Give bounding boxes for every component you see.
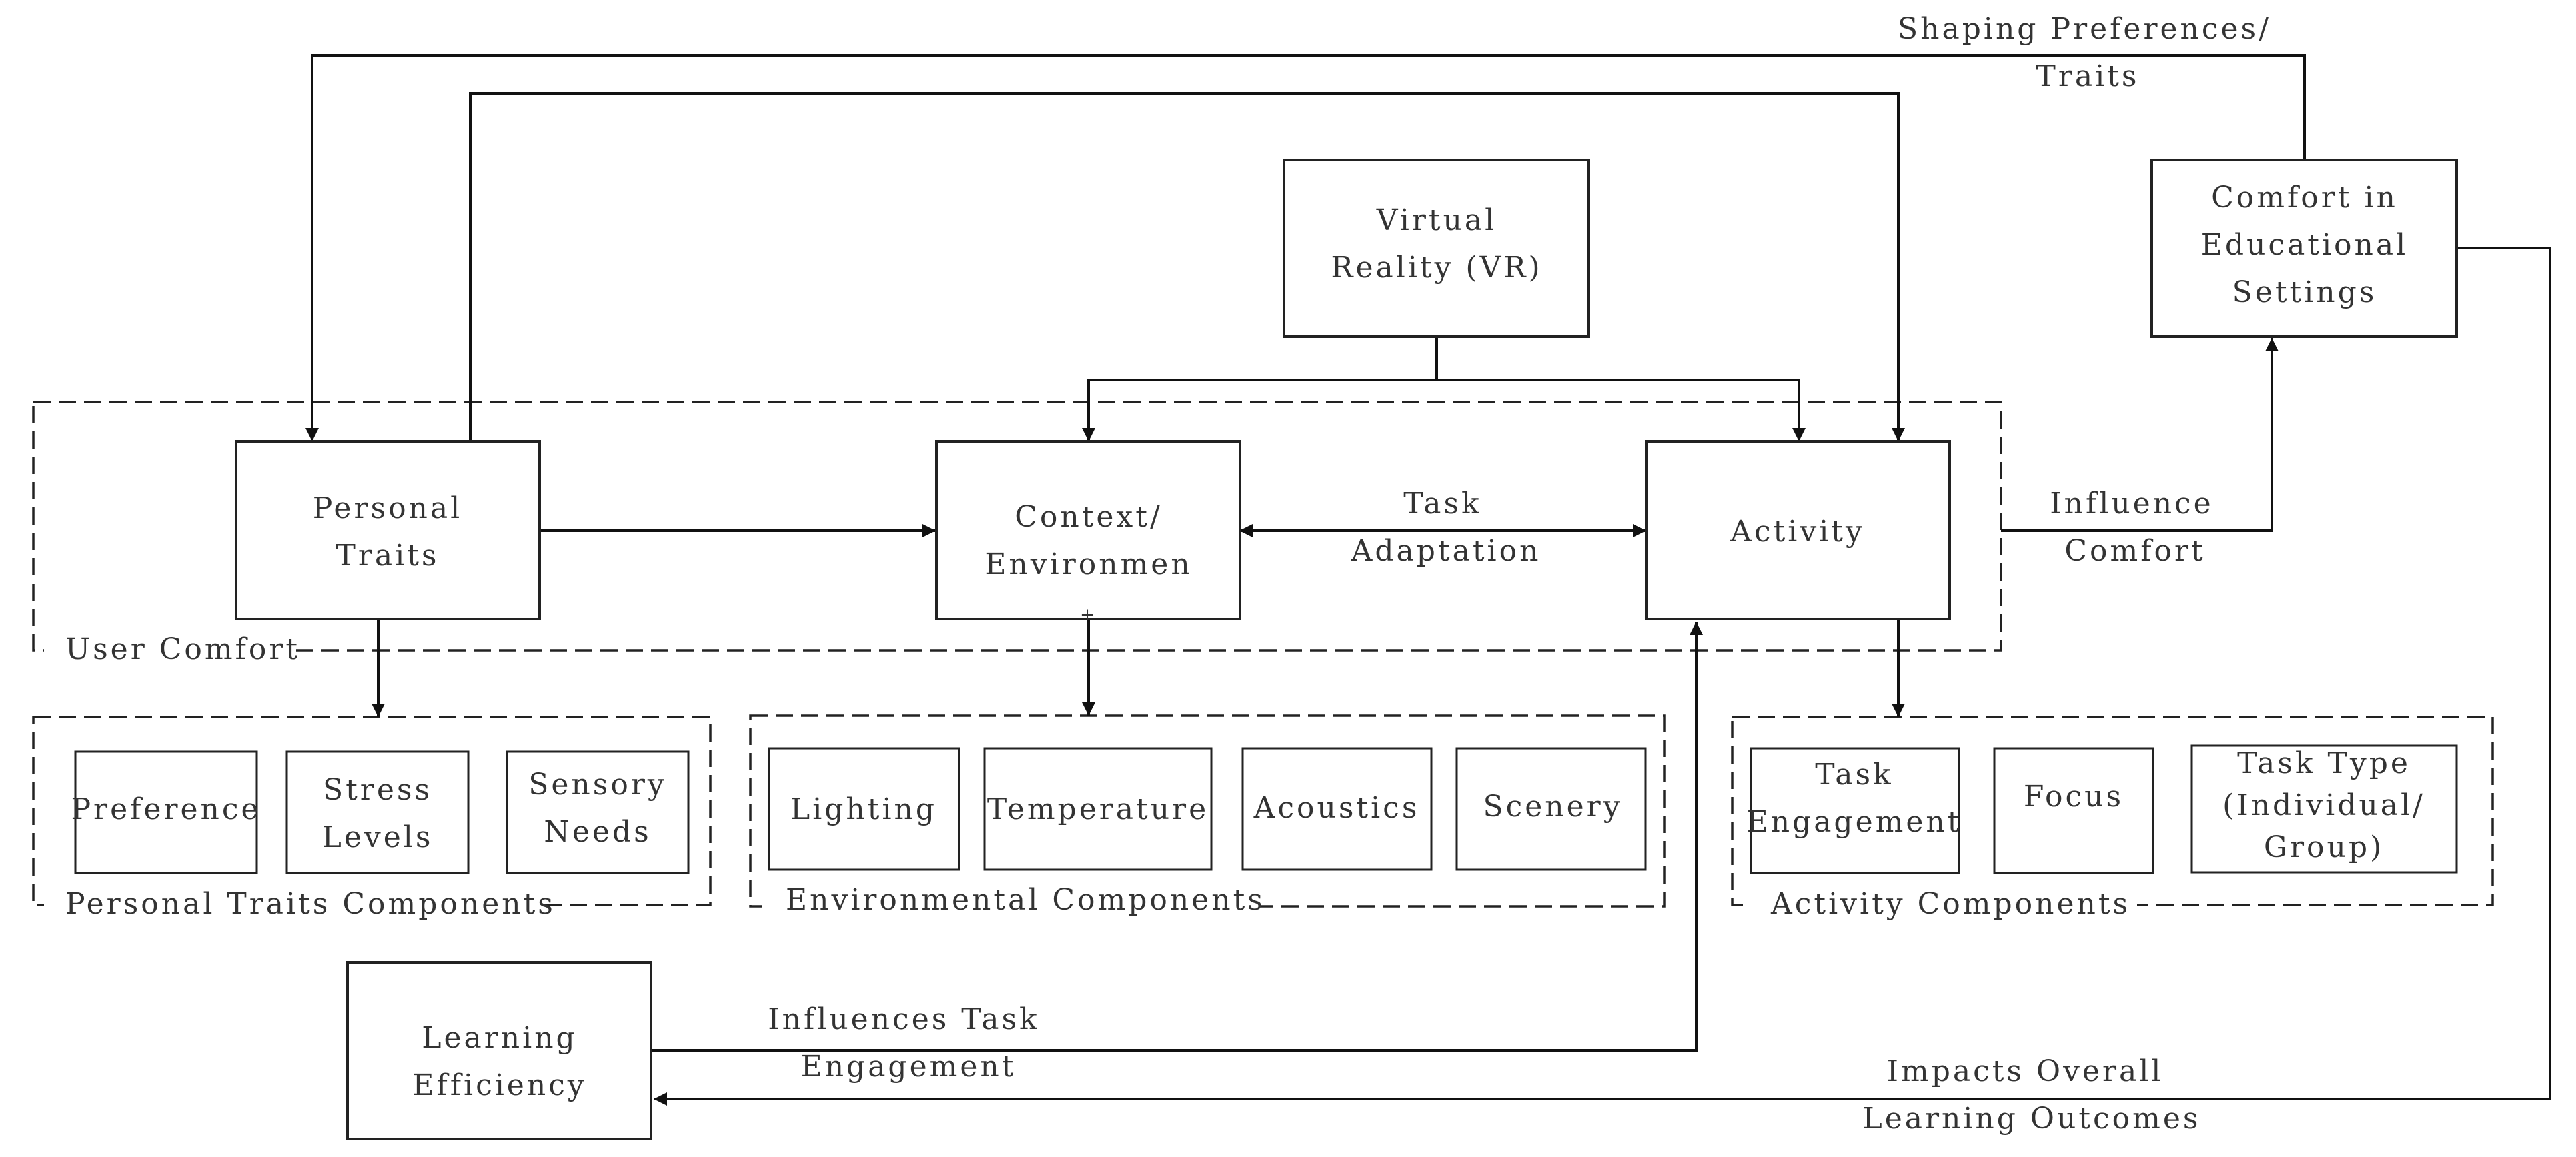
task-type-label-line1: Task Type xyxy=(2237,746,2411,780)
preference-box xyxy=(74,750,258,874)
influence-comfort-label-line1: Influence xyxy=(2050,487,2213,521)
user-comfort-label: User Comfort xyxy=(65,632,300,666)
impacts-outcomes-label-line2: Learning Outcomes xyxy=(1863,1102,2201,1136)
shaping-preferences-connector xyxy=(305,54,2306,441)
sensory-needs-label-line2: Needs xyxy=(544,815,651,849)
preference-label: Preference xyxy=(71,792,261,826)
impacts-outcomes-label-line1: Impacts Overall xyxy=(1887,1054,2164,1088)
personal-traits-components-label: Personal Traits Components xyxy=(65,887,556,921)
learning-efficiency-label-line1: Learning xyxy=(422,1021,577,1055)
personal-traits-box xyxy=(235,440,541,620)
sensory-needs-box xyxy=(506,750,690,874)
task-adaptation-label-line2: Adaptation xyxy=(1351,534,1541,568)
task-engagement-box xyxy=(1750,747,1960,874)
vr-to-context-connector xyxy=(1082,379,1437,441)
shaping-preferences-label-line1: Shaping Preferences/ xyxy=(1898,12,2271,46)
context-environment-label-line1: Context/ xyxy=(1015,500,1163,534)
lighting-label: Lighting xyxy=(790,792,937,826)
influence-comfort-label-line2: Comfort xyxy=(2064,534,2205,568)
focus-label: Focus xyxy=(2024,780,2124,814)
stress-levels-box xyxy=(285,750,470,874)
lighting-box xyxy=(768,747,960,871)
scenery-label: Scenery xyxy=(1483,790,1622,824)
stress-levels-label-line2: Levels xyxy=(322,820,434,854)
task-engagement-label-line2: Engagement xyxy=(1747,805,1962,839)
temperature-box xyxy=(983,747,1213,871)
traits-activity-connector xyxy=(469,92,1905,441)
influences-task-label-line1: Influences Task xyxy=(768,1002,1039,1036)
context-environment-box xyxy=(935,440,1241,620)
acoustics-box xyxy=(1241,747,1433,871)
task-engagement-label-line1: Task xyxy=(1815,758,1893,792)
stress-levels-label-line1: Stress xyxy=(323,773,432,807)
influence-comfort-connector xyxy=(2001,338,2279,532)
influences-task-label-line2: Engagement xyxy=(801,1050,1017,1084)
virtual-reality-label-line1: Virtual xyxy=(1376,203,1497,237)
personal-traits-label-line2: Traits xyxy=(336,539,440,573)
comfort-educational-label-line2: Educational xyxy=(2201,228,2408,262)
acoustics-label: Acoustics xyxy=(1253,791,1420,825)
context-environment-label-line2: Environmen xyxy=(985,547,1192,582)
activity-label: Activity xyxy=(1730,515,1865,549)
task-type-label-line3: Group) xyxy=(2264,830,2384,864)
personal-traits-label-line1: Personal xyxy=(313,491,462,525)
shaping-preferences-label-line2: Traits xyxy=(2036,59,2140,93)
activity-box xyxy=(1645,440,1951,620)
task-type-label-line2: (Individual/ xyxy=(2222,788,2425,822)
virtual-reality-box xyxy=(1283,159,1590,338)
environmental-components-label: Environmental Components xyxy=(786,883,1265,917)
task-type-box xyxy=(2190,744,2458,874)
user-comfort-group xyxy=(32,401,2002,652)
comfort-educational-settings-box xyxy=(2150,159,2458,338)
focus-box xyxy=(1993,747,2154,874)
virtual-reality-label-line2: Reality (VR) xyxy=(1331,251,1542,285)
influences-task-engagement-connector xyxy=(652,622,1703,1052)
learning-efficiency-label-line2: Efficiency xyxy=(412,1068,586,1102)
sensory-needs-label-line1: Sensory xyxy=(528,768,666,802)
stray-plus-mark: + xyxy=(1080,605,1097,625)
scenery-box xyxy=(1455,747,1647,871)
vr-to-activity-connector xyxy=(1437,379,1806,441)
temperature-label: Temperature xyxy=(987,792,1209,826)
impacts-learning-outcomes-connector xyxy=(654,247,2551,1106)
comfort-educational-label-line3: Settings xyxy=(2232,275,2377,309)
comfort-educational-label-line1: Comfort in xyxy=(2211,181,2398,215)
learning-efficiency-box xyxy=(346,961,652,1140)
activity-components-label: Activity Components xyxy=(1770,887,2130,921)
task-adaptation-label-line1: Task xyxy=(1403,487,1481,521)
